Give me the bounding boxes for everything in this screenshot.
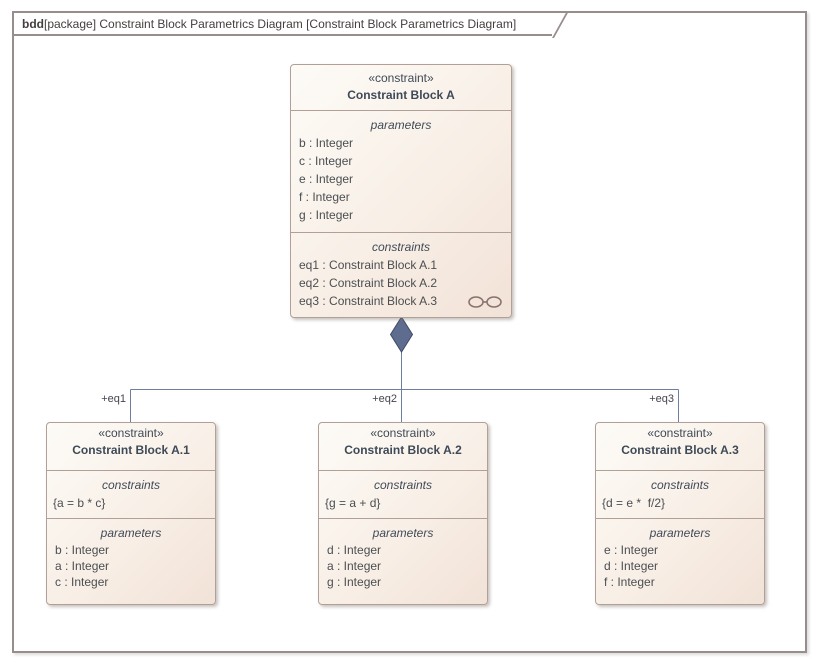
parameter-item: a : Integer xyxy=(55,559,110,573)
block-title-compartment: «constraint» Constraint Block A.2 xyxy=(319,423,487,471)
constraint-block-a2[interactable]: «constraint» Constraint Block A.2 constr… xyxy=(318,422,488,605)
parameters-compartment: parameters b : Integer a : Integer c : I… xyxy=(47,519,215,605)
constraints-label: constraints xyxy=(371,240,431,254)
parameter-item: f : Integer xyxy=(299,190,350,204)
spectacles-icon xyxy=(468,296,502,308)
parameter-item: c : Integer xyxy=(299,154,353,168)
block-name: Constraint Block A.1 xyxy=(72,443,190,457)
block-stereotype: «constraint» xyxy=(647,426,713,440)
constraints-label: constraints xyxy=(101,478,161,492)
parameter-item: g : Integer xyxy=(299,208,354,222)
parameters-label: parameters xyxy=(372,526,434,540)
connector-role-eq3: +eq3 xyxy=(649,393,674,405)
constraint-block-a1[interactable]: «constraint» Constraint Block A.1 constr… xyxy=(46,422,216,605)
parameter-item: e : Integer xyxy=(299,172,354,186)
constraints-compartment: constraints {a = b * c} xyxy=(47,471,215,519)
block-name: Constraint Block A.3 xyxy=(621,443,739,457)
block-title-compartment: «constraint» Constraint Block A.3 xyxy=(596,423,764,471)
frame-keyword: bdd xyxy=(22,17,44,31)
connector-lines[interactable] xyxy=(130,350,679,423)
block-title-compartment: «constraint» Constraint Block A.1 xyxy=(47,423,215,471)
parameter-item: c : Integer xyxy=(55,575,109,589)
parameter-item: f : Integer xyxy=(604,575,655,589)
parameters-label: parameters xyxy=(370,118,432,132)
constraints-compartment: constraints eq1 : Constraint Block A.1 e… xyxy=(291,233,511,318)
block-stereotype: «constraint» xyxy=(368,71,434,85)
constraint-block-a3[interactable]: «constraint» Constraint Block A.3 constr… xyxy=(595,422,765,605)
parameter-item: g : Integer xyxy=(327,575,382,589)
parameters-label: parameters xyxy=(649,526,711,540)
parameters-compartment: parameters b : Integer c : Integer e : I… xyxy=(291,111,511,233)
constraint-block-a[interactable]: «constraint» Constraint Block A paramete… xyxy=(290,64,512,318)
constraints-label: constraints xyxy=(650,478,710,492)
connector-role-eq2: +eq2 xyxy=(372,393,397,405)
parameter-item: b : Integer xyxy=(299,136,354,150)
constraint-expression: {d = e * f/2} xyxy=(602,496,666,510)
block-title-compartment: «constraint» Constraint Block A xyxy=(291,65,511,111)
parameter-item: d : Integer xyxy=(604,559,659,573)
constraint-item: eq2 : Constraint Block A.2 xyxy=(299,276,438,290)
parameter-item: d : Integer xyxy=(327,543,382,557)
constraint-item: eq3 : Constraint Block A.3 xyxy=(299,294,438,308)
constraints-compartment: constraints {d = e * f/2} xyxy=(596,471,764,519)
constraint-item: eq1 : Constraint Block A.1 xyxy=(299,258,438,272)
block-stereotype: «constraint» xyxy=(98,426,164,440)
connector-role-eq1: +eq1 xyxy=(101,393,126,405)
block-stereotype: «constraint» xyxy=(370,426,436,440)
constraint-expression: {a = b * c} xyxy=(53,496,106,510)
constraints-compartment: constraints {g = a + d} xyxy=(319,471,487,519)
constraints-label: constraints xyxy=(373,478,433,492)
parameter-item: b : Integer xyxy=(55,543,110,557)
block-name: Constraint Block A.2 xyxy=(344,443,462,457)
diagram-frame-header: bdd[package] Constraint Block Parametric… xyxy=(14,13,552,36)
parameters-compartment: parameters d : Integer a : Integer g : I… xyxy=(319,519,487,605)
composition-diamond-icon[interactable] xyxy=(389,316,414,353)
block-name: Constraint Block A xyxy=(347,88,455,102)
parameters-compartment: parameters e : Integer d : Integer f : I… xyxy=(596,519,764,605)
parameter-item: a : Integer xyxy=(327,559,382,573)
parameter-item: e : Integer xyxy=(604,543,659,557)
frame-title: [package] Constraint Block Parametrics D… xyxy=(44,17,517,31)
constraint-expression: {g = a + d} xyxy=(325,496,381,510)
parameters-label: parameters xyxy=(100,526,162,540)
